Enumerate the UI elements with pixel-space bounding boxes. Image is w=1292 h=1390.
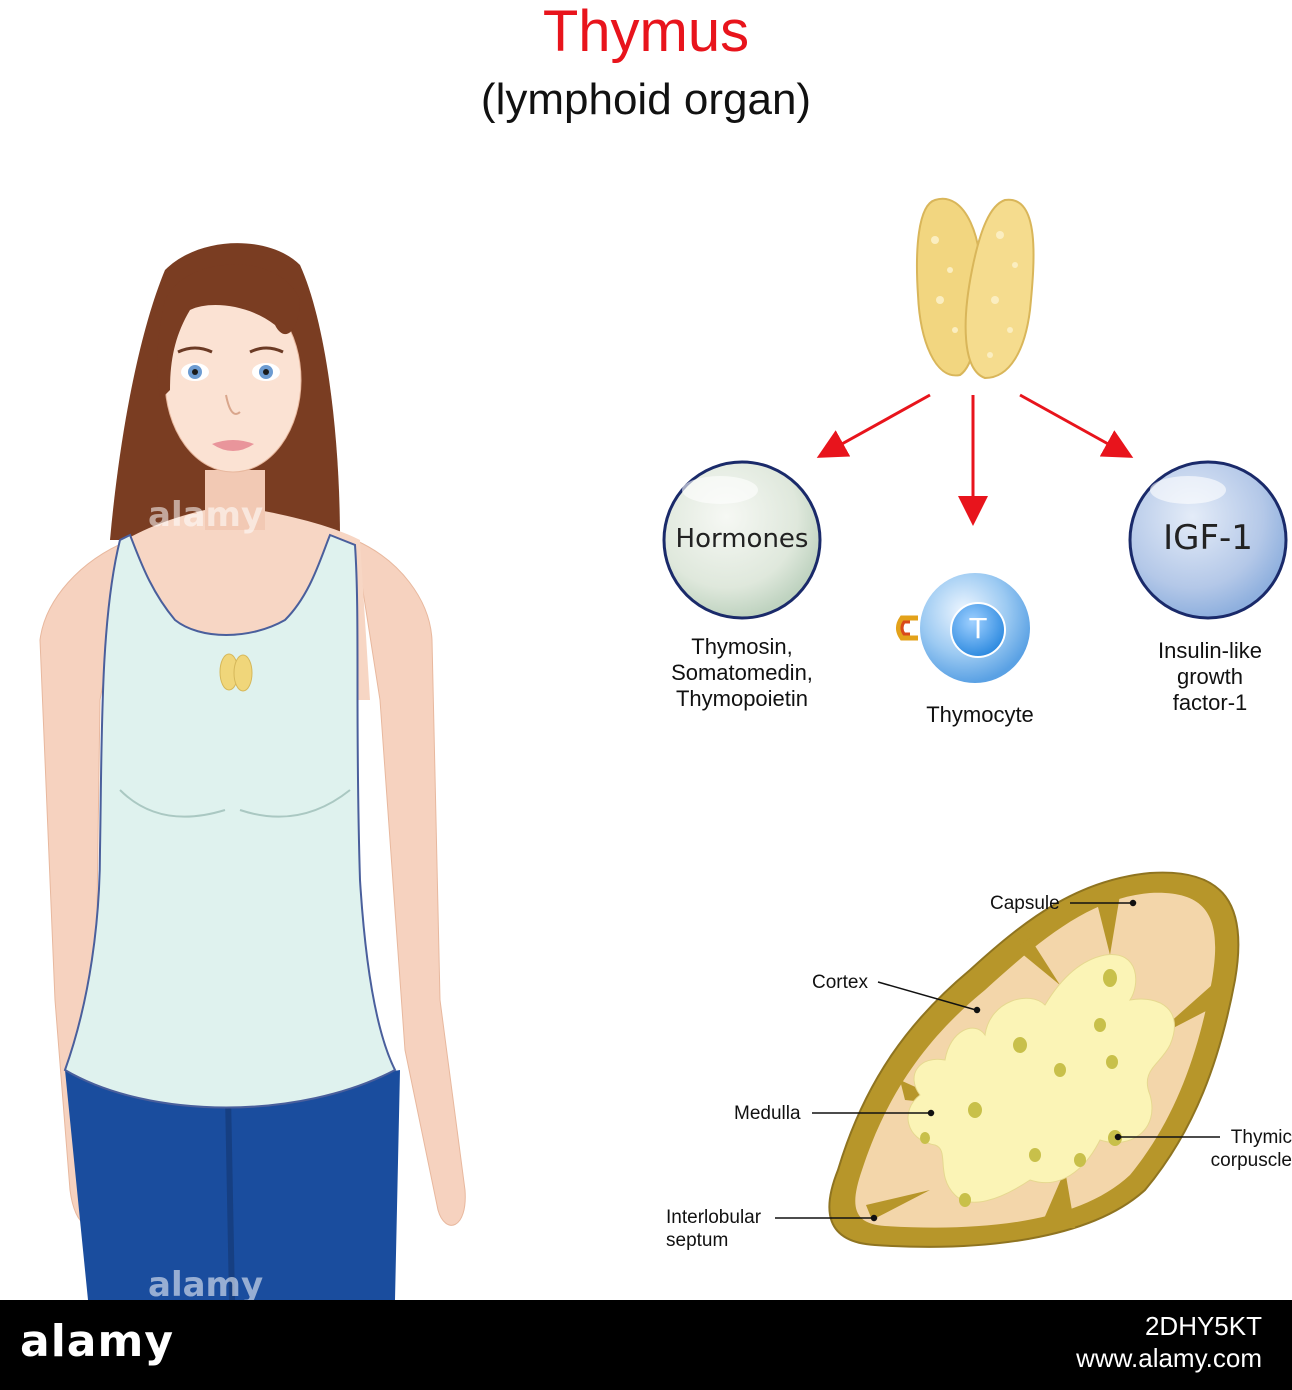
- thymic-corpuscles: [920, 969, 1122, 1207]
- capsule-label: Capsule: [990, 893, 1060, 914]
- interlobular-septum-label-line: septum: [666, 1230, 729, 1251]
- site-url: www.alamy.com: [1076, 1343, 1262, 1373]
- hormones-caption: Thymosin, Somatomedin, Thymopoietin: [622, 634, 862, 712]
- igf-caption-line: factor-1: [1172, 690, 1248, 715]
- hair-front: [157, 264, 300, 400]
- t-cell-receptor: [896, 615, 918, 641]
- septum-bottom: [1040, 1170, 1075, 1228]
- thymus-lobule: [828, 871, 1240, 1248]
- page-title: Thymus: [542, 0, 750, 64]
- thymocyte-cell: [896, 573, 1030, 683]
- body-thymus-right-lobe: [233, 654, 253, 692]
- medulla: [907, 954, 1175, 1203]
- thymic-corpuscle-label: Thymic corpuscle: [1200, 1126, 1292, 1172]
- arrow-to-igf: [1019, 393, 1134, 458]
- thymic-corpuscle-label-line: Thymic: [1230, 1127, 1292, 1148]
- septum-top: [1095, 895, 1120, 955]
- arrow-to-hormones: [816, 393, 931, 458]
- thymic-corpuscle-label-line: corpuscle: [1210, 1150, 1292, 1171]
- jeans-seam: [225, 1094, 235, 1300]
- igf-label: IGF-1: [1163, 518, 1253, 558]
- septum-upper-left: [1015, 938, 1060, 985]
- watermark: alamy: [148, 1265, 264, 1305]
- igf-caption-line: Insulin-like: [1158, 638, 1262, 663]
- image-id: 2DHY5KT: [1144, 1311, 1262, 1341]
- interlobular-septum-label-line: Interlobular: [666, 1207, 762, 1228]
- footer-bar: alamy 2DHY5KT www.alamy.com: [0, 1300, 1292, 1390]
- hormones-caption-line: Somatomedin,: [671, 660, 813, 685]
- cortex-label: Cortex: [812, 972, 868, 993]
- medulla-label: Medulla: [734, 1103, 801, 1124]
- page-subtitle: (lymphoid organ): [480, 75, 812, 124]
- tank-top: [63, 533, 397, 1109]
- interlobular-septum-label: Interlobular septum: [666, 1206, 761, 1252]
- footer-id: 2DHY5KT www.alamy.com: [1076, 1310, 1262, 1374]
- footer-brand-logo: alamy: [20, 1316, 174, 1367]
- thymocyte-nucleus: [950, 602, 1006, 658]
- diagram-canvas: [39, 197, 1288, 1300]
- thymus-right-lobe: [964, 198, 1035, 380]
- igf-caption-line: growth: [1176, 664, 1244, 689]
- septum-lower-left: [866, 1190, 930, 1220]
- neck: [205, 470, 265, 530]
- right-arm: [354, 539, 466, 1226]
- hormones-caption-line: Thymosin,: [691, 634, 793, 659]
- watermark: alamy: [148, 495, 264, 535]
- hormones-label: Hormones: [675, 524, 809, 554]
- leader-lines: [775, 899, 1220, 1222]
- thymocyte-t-label: T: [969, 612, 987, 645]
- lips: [212, 440, 254, 451]
- hormones-caption-line: Thymopoietin: [675, 686, 809, 711]
- woman-figure: [39, 243, 466, 1300]
- igf-caption: Insulin-like growth factor-1: [1110, 638, 1292, 716]
- thymus-organ: [916, 197, 1035, 380]
- thymocyte-caption: Thymocyte: [926, 702, 1034, 727]
